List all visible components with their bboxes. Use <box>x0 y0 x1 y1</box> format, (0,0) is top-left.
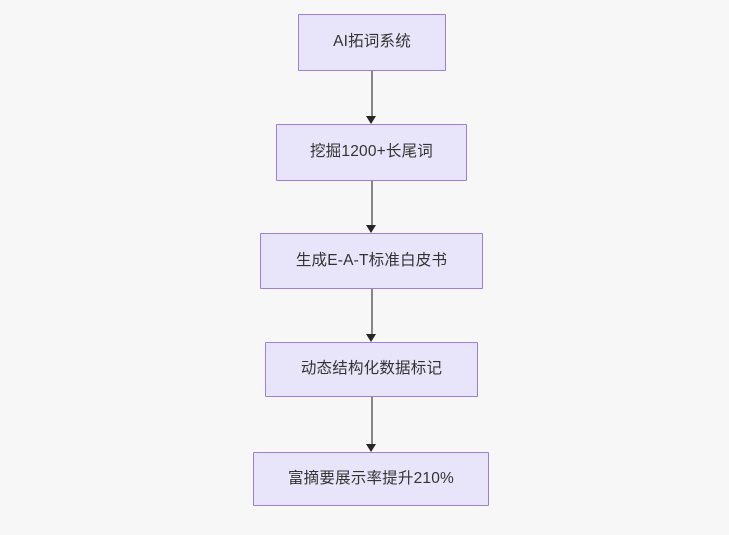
flow-node-n2[interactable]: 挖掘1200+长尾词 <box>276 124 467 181</box>
flow-node-label: 动态结构化数据标记 <box>300 360 443 378</box>
arrowhead-down-icon <box>366 116 377 124</box>
flow-node-label: 生成E-A-T标准白皮书 <box>295 251 448 269</box>
arrowhead-down-icon <box>366 225 377 233</box>
edge-line-icon <box>371 289 373 335</box>
flow-edge-n4-to-n5 <box>366 397 377 452</box>
edge-line-icon <box>371 71 373 117</box>
flow-node-label: 挖掘1200+长尾词 <box>309 143 434 161</box>
flow-node-label: AI拓词系统 <box>333 33 411 51</box>
edge-line-icon <box>371 181 373 226</box>
flow-node-n5[interactable]: 富摘要展示率提升210% <box>253 452 489 506</box>
arrowhead-down-icon <box>366 444 377 452</box>
flow-edge-n2-to-n3 <box>366 181 377 233</box>
edge-line-icon <box>371 397 373 445</box>
flow-node-label: 富摘要展示率提升210% <box>287 469 455 487</box>
flow-node-n4[interactable]: 动态结构化数据标记 <box>265 342 478 397</box>
flow-edge-n1-to-n2 <box>366 71 377 124</box>
flow-edge-n3-to-n4 <box>366 289 377 342</box>
flow-node-n1[interactable]: AI拓词系统 <box>298 14 446 71</box>
arrowhead-down-icon <box>366 334 377 342</box>
flow-node-n3[interactable]: 生成E-A-T标准白皮书 <box>260 233 483 289</box>
